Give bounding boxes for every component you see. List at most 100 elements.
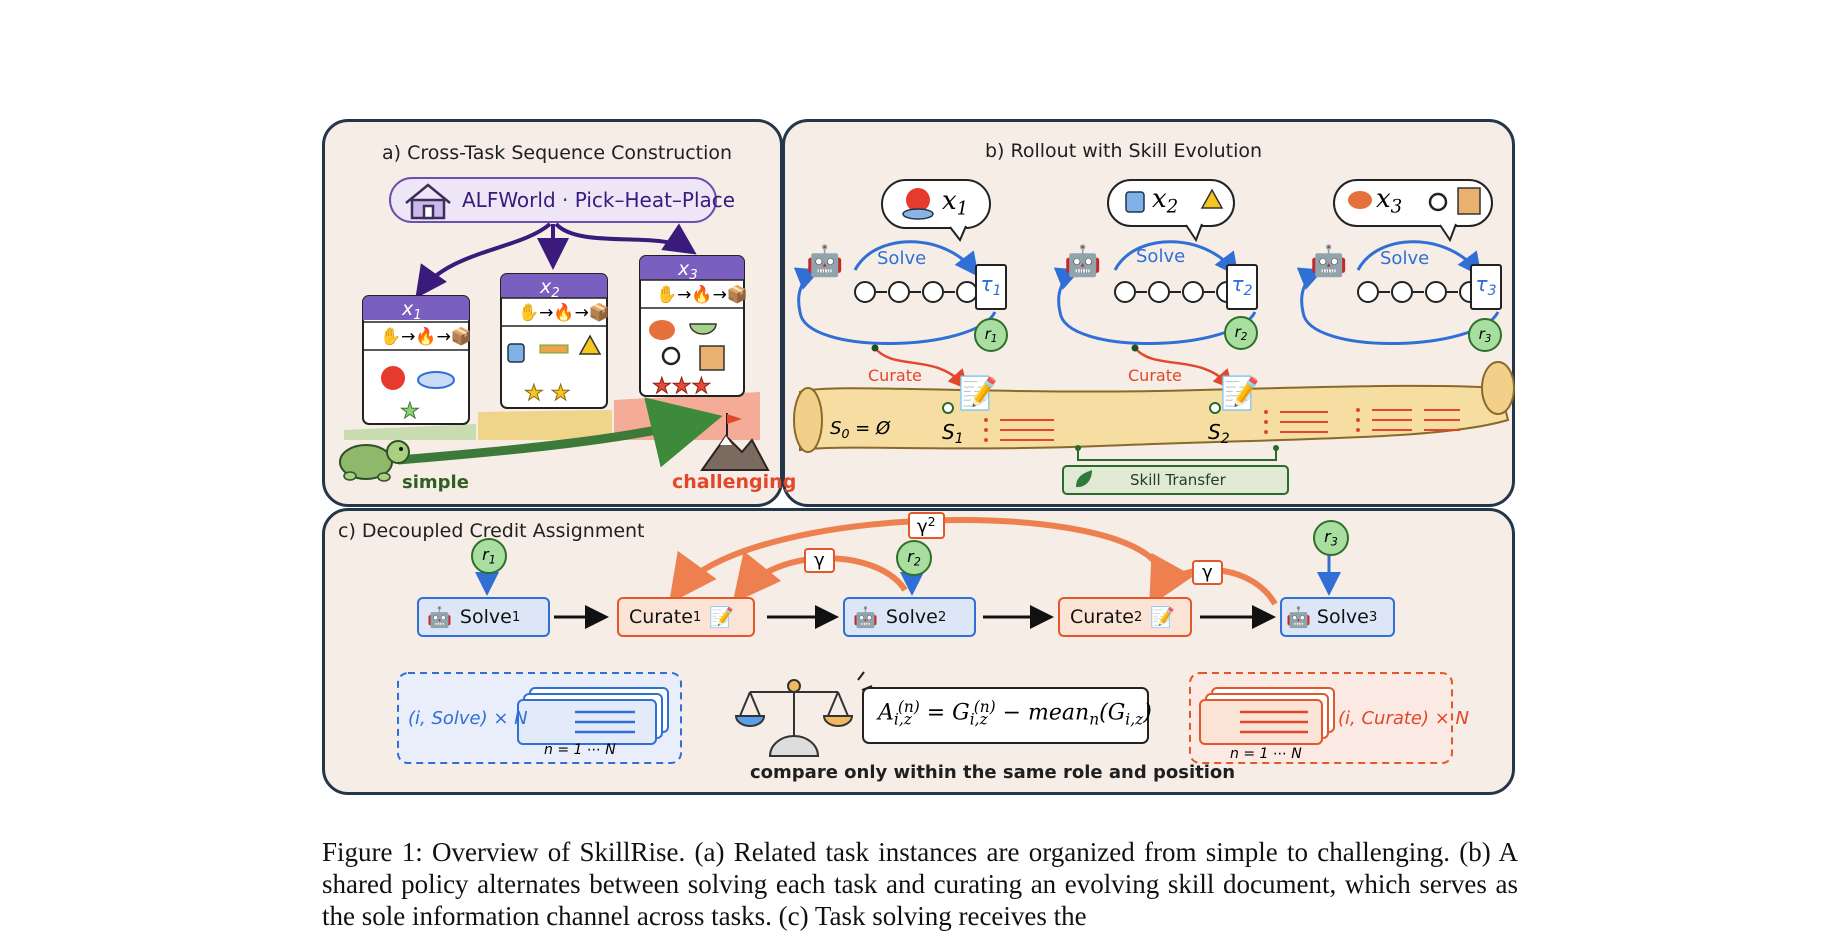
stars-2-icon: ★ ★ — [524, 381, 570, 406]
bowl-icon — [689, 323, 717, 335]
notepad-icon: 📝 — [958, 374, 998, 412]
notepad-icon: 📝 — [1150, 605, 1176, 629]
robot-icon: 🤖 — [1310, 244, 1348, 279]
card-2-label: x2 — [540, 276, 560, 301]
curate-arrow-2 — [1134, 347, 1234, 390]
skill-transfer-box — [1062, 465, 1289, 495]
task-card-1: ✋→🔥→📦 ★ — [362, 295, 472, 425]
task-x2-label: x2 — [1152, 184, 1179, 218]
challenging-label: challenging — [672, 471, 797, 493]
task-x1-label: x1 — [942, 186, 969, 220]
task-card-3: ✋→🔥→📦 ★★★ — [639, 255, 748, 400]
trajectory-step-icon — [1391, 281, 1413, 303]
leaf-icon — [1076, 470, 1092, 488]
curate-n-range: n = 1 ⋯ N — [1230, 746, 1302, 762]
trajectory-doc-1: τ1 — [975, 264, 1007, 310]
solve-arrow-1 — [853, 240, 979, 277]
feedback-arrow-3 — [1296, 267, 1500, 345]
icon-seq-1: ✋→🔥→📦 — [380, 326, 472, 347]
skill-transfer-label: Skill Transfer — [1130, 471, 1226, 489]
solve-n-range: n = 1 ⋯ N — [544, 742, 616, 758]
banner-text: ALFWorld · Pick–Heat–Place — [462, 188, 736, 212]
notepad-icon: 📝 — [1220, 374, 1260, 412]
mug-icon — [507, 343, 525, 363]
notepad-icon: 📝 — [709, 605, 735, 629]
robot-icon: 🤖 — [806, 244, 844, 279]
solve-label-2: Solve — [1136, 246, 1186, 267]
house-icon — [405, 183, 451, 220]
reward-badge-b3: r3 — [1468, 318, 1502, 352]
trajectory-step-icon — [888, 281, 910, 303]
feedback-arrow-1 — [793, 267, 997, 345]
gamma-squared-box: γ2 — [908, 512, 945, 540]
card-1-label: x1 — [402, 298, 422, 323]
simple-label: simple — [402, 472, 469, 493]
reward-badge-c2: r2 — [896, 540, 932, 576]
curate-label-2: Curate — [1128, 366, 1182, 385]
curate-label-1: Curate — [868, 366, 922, 385]
table-icon — [539, 344, 569, 354]
task-bubble-3 — [1333, 179, 1493, 243]
reward-badge-c3: r3 — [1313, 520, 1349, 556]
star-icon: ★ — [400, 399, 420, 424]
panel-b-title: b) Rollout with Skill Evolution — [985, 140, 1263, 162]
task-bubble-1 — [881, 179, 991, 242]
trajectory-step-icon — [854, 281, 876, 303]
reward-badge-b2: r2 — [1224, 316, 1258, 350]
task-card-2: ✋→🔥→📦 ★ ★ — [500, 273, 610, 409]
robot-icon: 🤖 — [853, 605, 878, 629]
potato-icon — [649, 320, 675, 340]
trajectory-step-icon — [1357, 281, 1379, 303]
compare-note: compare only within the same role and po… — [750, 762, 1236, 783]
turtle-icon — [339, 440, 410, 482]
gamma-box-1: γ — [804, 548, 835, 573]
advantage-formula: Ai,z(n) = Gi,z(n) − meann(Gi,z) — [878, 698, 1152, 729]
mountain-flag-icon — [700, 413, 770, 471]
icon-seq-3: ✋→🔥→📦 — [656, 284, 748, 305]
gamma-box-2: γ — [1192, 560, 1223, 585]
locked-box-icon — [699, 345, 725, 371]
icon-seq-2: ✋→🔥→📦 — [518, 302, 610, 323]
solve-arrow-3 — [1356, 240, 1482, 277]
solve-group-label: (i, Solve) × N — [408, 708, 528, 729]
curate-arrow-1 — [874, 347, 969, 390]
trajectory-doc-2: τ2 — [1226, 264, 1258, 310]
s2-label: S2 — [1208, 420, 1230, 448]
apple-icon — [381, 366, 405, 390]
trajectory-step-icon — [922, 281, 944, 303]
solve-label-1: Solve — [877, 248, 927, 269]
formula-box — [862, 687, 1149, 744]
trajectory-step-icon — [956, 281, 978, 303]
feedback-arrow-2 — [1053, 267, 1257, 345]
trajectory-step-icon — [1148, 281, 1170, 303]
s1-label: S1 — [942, 420, 964, 448]
plate-icon — [417, 371, 455, 389]
robot-icon: 🤖 — [427, 605, 452, 629]
trajectory-step-icon — [1182, 281, 1204, 303]
skill-document-scroll — [793, 361, 1515, 453]
task-bubble-2 — [1107, 179, 1235, 243]
robot-icon: 🤖 — [1064, 244, 1102, 279]
stars-3-icon: ★★★ — [652, 374, 711, 399]
solve-label-3: Solve — [1380, 248, 1430, 269]
trajectory-step-icon — [1425, 281, 1447, 303]
trajectory-doc-3: τ3 — [1470, 264, 1502, 310]
trajectory-step-icon — [1114, 281, 1136, 303]
reward-badge-b1: r1 — [974, 318, 1008, 352]
panel-c-title: c) Decoupled Credit Assignment — [338, 520, 645, 542]
panel-a-title: a) Cross-Task Sequence Construction — [382, 142, 733, 164]
warning-icon — [578, 334, 602, 355]
balance-scale-icon — [734, 671, 873, 757]
task-x3-label: x3 — [1376, 184, 1403, 218]
figure-caption: Figure 1: Overview of SkillRise. (a) Rel… — [322, 837, 1518, 931]
magnifier-icon — [661, 346, 681, 366]
curate-group-label: (i, Curate) × N — [1338, 708, 1470, 729]
s0-label: S0 = Ø — [830, 418, 891, 441]
card-3-label: x3 — [678, 258, 698, 283]
